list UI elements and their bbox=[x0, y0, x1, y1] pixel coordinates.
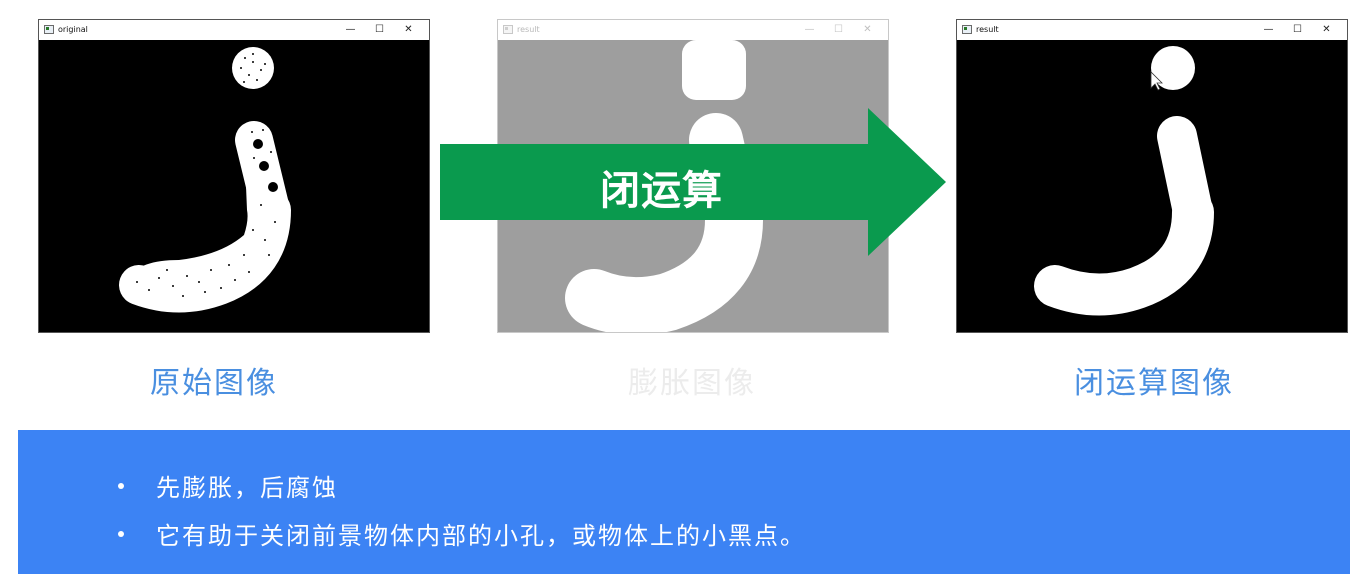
closing-arrow-label: 闭运算 bbox=[600, 168, 723, 214]
process-arrow bbox=[440, 108, 946, 256]
maximize-icon[interactable]: ☐ bbox=[1293, 24, 1302, 35]
closed-window: result — ☐ ✕ bbox=[956, 19, 1348, 333]
maximize-icon[interactable]: ☐ bbox=[834, 24, 843, 35]
caption-closed: 闭运算图像 bbox=[1074, 366, 1234, 401]
window-title: original bbox=[58, 25, 88, 34]
note-item: 它有助于关闭前景物体内部的小孔，或物体上的小黑点。 bbox=[118, 516, 806, 551]
bullet-icon bbox=[118, 530, 124, 537]
app-icon bbox=[962, 25, 972, 34]
minimize-icon[interactable]: — bbox=[345, 24, 356, 35]
note-text: 先膨胀，后腐蚀 bbox=[156, 474, 338, 502]
close-icon[interactable]: ✕ bbox=[404, 24, 413, 35]
caption-dilated: 膨胀图像 bbox=[628, 366, 756, 401]
closed-image bbox=[957, 40, 1347, 332]
note-item: 先膨胀，后腐蚀 bbox=[118, 468, 338, 503]
window-title: result bbox=[517, 25, 540, 34]
note-text: 它有助于关闭前景物体内部的小孔，或物体上的小黑点。 bbox=[156, 522, 806, 550]
notes-panel: 先膨胀，后腐蚀 它有助于关闭前景物体内部的小孔，或物体上的小黑点。 bbox=[18, 430, 1350, 574]
mouse-cursor-icon bbox=[1150, 71, 1163, 91]
window-title: result bbox=[976, 25, 999, 34]
app-icon bbox=[503, 25, 513, 34]
close-icon[interactable]: ✕ bbox=[1322, 24, 1331, 35]
window-titlebar[interactable]: result — ☐ ✕ bbox=[957, 20, 1347, 40]
window-titlebar[interactable]: result — ☐ ✕ bbox=[498, 20, 888, 40]
app-icon bbox=[44, 25, 54, 34]
minimize-icon[interactable]: — bbox=[1263, 24, 1274, 35]
close-icon[interactable]: ✕ bbox=[863, 24, 872, 35]
original-image bbox=[39, 40, 429, 332]
maximize-icon[interactable]: ☐ bbox=[375, 24, 384, 35]
original-window: original — ☐ ✕ bbox=[38, 19, 430, 333]
bullet-icon bbox=[118, 482, 124, 489]
minimize-icon[interactable]: — bbox=[804, 24, 815, 35]
window-titlebar[interactable]: original — ☐ ✕ bbox=[39, 20, 429, 40]
caption-original: 原始图像 bbox=[150, 366, 278, 401]
